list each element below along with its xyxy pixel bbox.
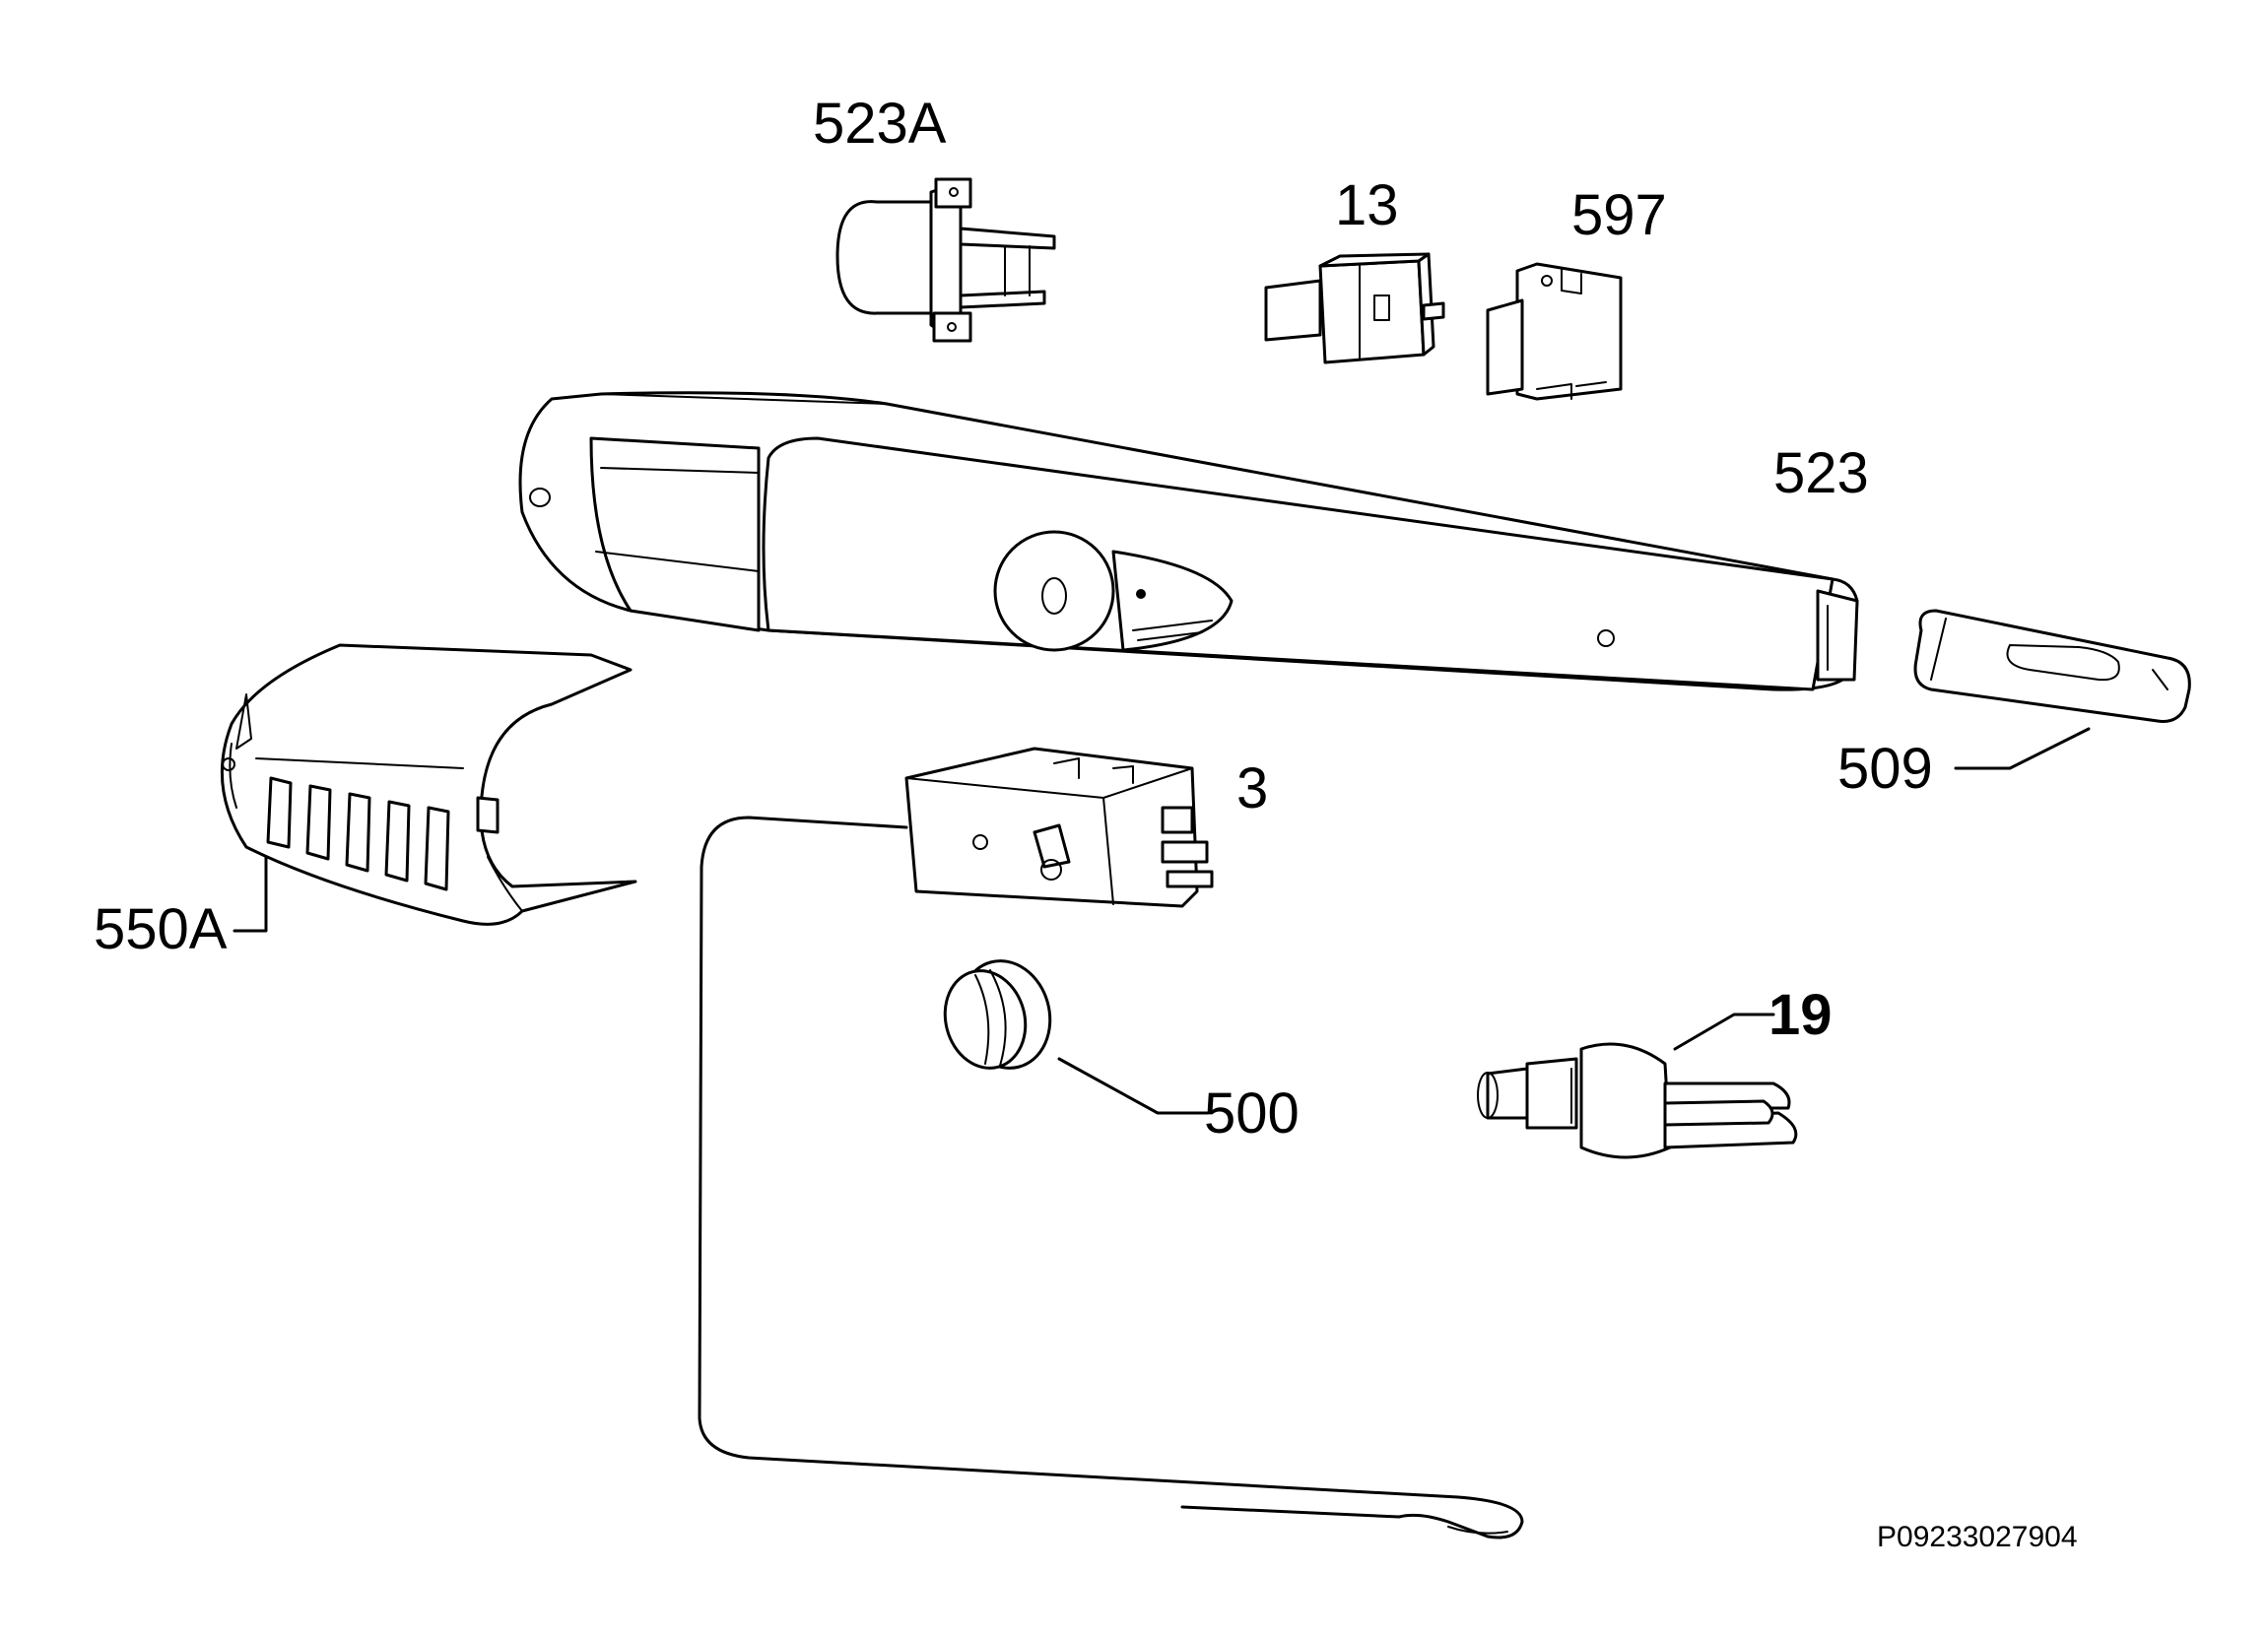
- label-3: 3: [1236, 756, 1268, 820]
- part-13-switch: [1264, 252, 1445, 364]
- label-523: 523: [1773, 441, 1869, 505]
- leader-19: [1673, 1013, 1775, 1051]
- capillary-tube: [698, 816, 1524, 1539]
- part-19-lamp: [1477, 1042, 1798, 1159]
- label-523a: 523A: [813, 92, 947, 156]
- leader-550a: [233, 855, 268, 933]
- part-597-bracket: [1486, 262, 1623, 401]
- label-19: 19: [1768, 983, 1833, 1047]
- label-550a: 550A: [94, 897, 228, 961]
- leader-500: [1057, 1057, 1209, 1115]
- label-509: 509: [1837, 737, 1933, 801]
- label-597: 597: [1571, 183, 1667, 247]
- label-13: 13: [1335, 173, 1399, 237]
- drawing-code: P09233027904: [1877, 1521, 2078, 1553]
- part-523a-lamp-holder: [835, 177, 1056, 343]
- label-500: 500: [1204, 1081, 1300, 1146]
- part-509-lens-cover: [1913, 609, 2191, 723]
- capillary-bulb: [1447, 1526, 1508, 1535]
- part-500-knob: [943, 959, 1052, 1070]
- part-550a-lamp-shade: [220, 643, 637, 926]
- leader-509: [1954, 727, 2091, 770]
- part-523-housing: [518, 391, 1859, 691]
- part-3-thermostat: [904, 747, 1214, 908]
